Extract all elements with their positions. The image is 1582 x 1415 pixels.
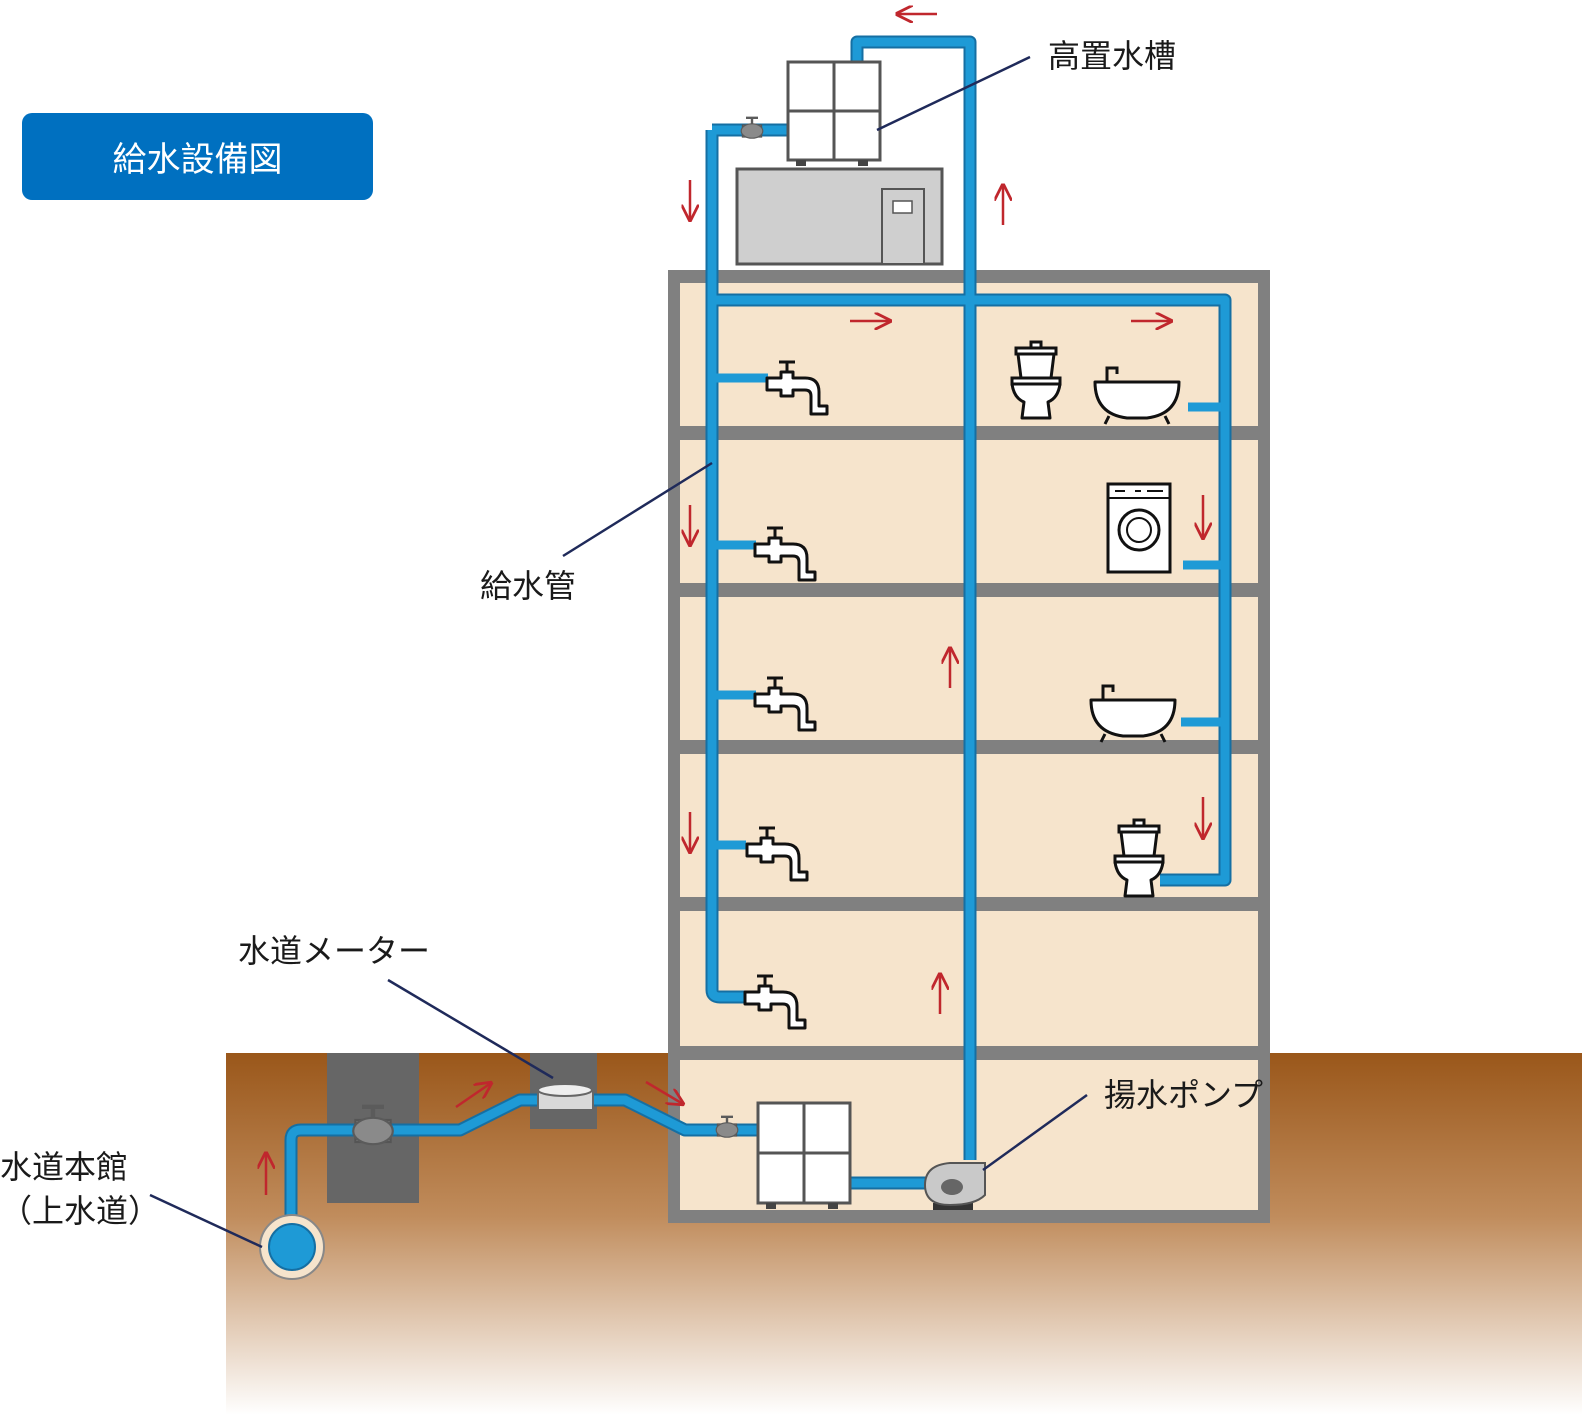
water-main-pipe xyxy=(259,1214,325,1280)
label-elevated-tank: 高置水槽 xyxy=(1048,37,1177,75)
label-water-meter: 水道メーター xyxy=(238,932,431,970)
label-supply-pipe: 給水管 xyxy=(480,567,577,605)
label-water-main-2: （上水道） xyxy=(0,1192,161,1230)
receiving-tank xyxy=(756,1101,852,1209)
title-badge: 給水設備図 xyxy=(22,113,373,200)
label-pump: 揚水ポンプ xyxy=(1104,1076,1264,1114)
lifting-pump xyxy=(923,1162,986,1210)
washing-machine-icon xyxy=(1106,482,1172,574)
elevated-tank xyxy=(786,60,882,166)
rooftop-door xyxy=(881,188,925,265)
tank-valve xyxy=(740,116,764,140)
label-water-main-1: 水道本館 xyxy=(0,1148,129,1186)
flow-arrows xyxy=(266,14,1203,1195)
water-meter xyxy=(537,1083,594,1111)
leader-lines xyxy=(149,55,1088,1249)
